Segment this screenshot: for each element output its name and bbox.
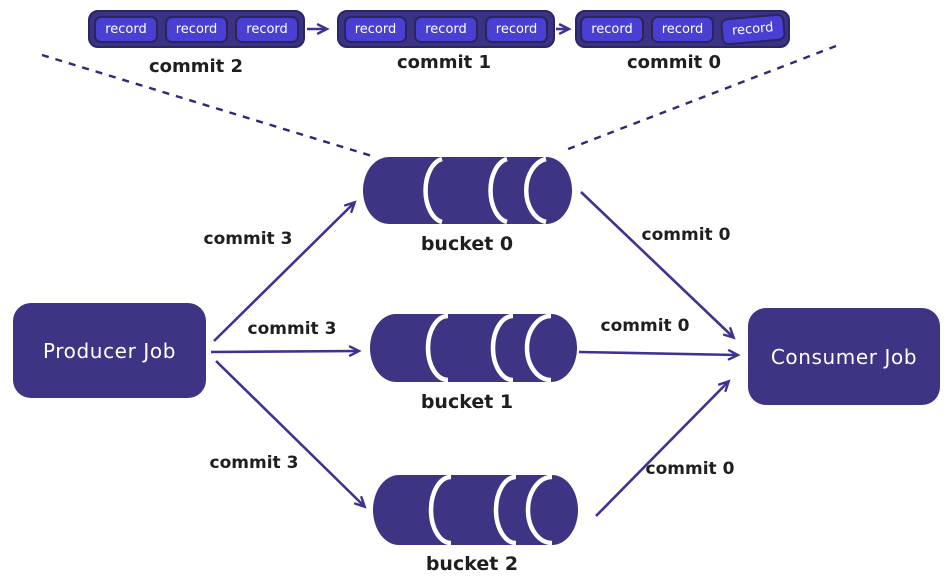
record-chip: record <box>484 15 549 43</box>
producer-job-label: Producer Job <box>42 338 176 363</box>
record-chip: record <box>164 15 229 43</box>
record-chip: record <box>650 15 715 43</box>
commit2-label: commit 2 <box>148 56 244 77</box>
bucket0-label: bucket 0 <box>420 233 514 255</box>
dashed-line-left <box>41 53 373 158</box>
edge-label-commit0-bottom: commit 0 <box>645 459 735 479</box>
edge-label-commit3-top: commit 3 <box>203 229 293 249</box>
record-chip: record <box>94 15 158 43</box>
arrow-producer-to-bucket2 <box>215 360 367 509</box>
arrow-bucket2-to-consumer <box>595 379 731 517</box>
bucket2-label: bucket 2 <box>425 553 519 575</box>
record-chip: record <box>414 15 478 43</box>
record-chip: record <box>235 15 299 43</box>
bucket1-cylinder <box>370 313 577 383</box>
record-chip: record <box>720 12 786 46</box>
arrow-producer-to-bucket1 <box>210 345 362 357</box>
commit0-record-group: record record record <box>575 10 790 48</box>
bucket0-cylinder <box>363 156 572 225</box>
commit0-label: commit 0 <box>626 52 722 73</box>
commit1-label: commit 1 <box>396 52 492 73</box>
edge-label-commit0-mid: commit 0 <box>600 316 690 336</box>
bucket1-label: bucket 1 <box>420 391 514 413</box>
consumer-job-label: Consumer Job <box>770 344 918 369</box>
commit1-record-group: record record record <box>337 10 555 48</box>
edge-label-commit3-bottom: commit 3 <box>209 453 299 473</box>
bucket2-cylinder <box>373 474 578 546</box>
arrow-producer-to-bucket0 <box>213 200 357 342</box>
edge-label-commit0-top: commit 0 <box>641 225 731 245</box>
dashed-line-right <box>562 44 837 153</box>
record-chip: record <box>343 15 408 43</box>
record-chip: record <box>580 15 644 43</box>
consumer-job-node: Consumer Job <box>748 308 940 405</box>
producer-job-node: Producer Job <box>13 303 206 398</box>
arrow-bucket1-to-consumer <box>578 349 741 361</box>
commit2-record-group: record record record <box>88 10 305 48</box>
arrow-bucket0-to-consumer <box>580 191 736 340</box>
edge-label-commit3-mid: commit 3 <box>247 319 337 339</box>
